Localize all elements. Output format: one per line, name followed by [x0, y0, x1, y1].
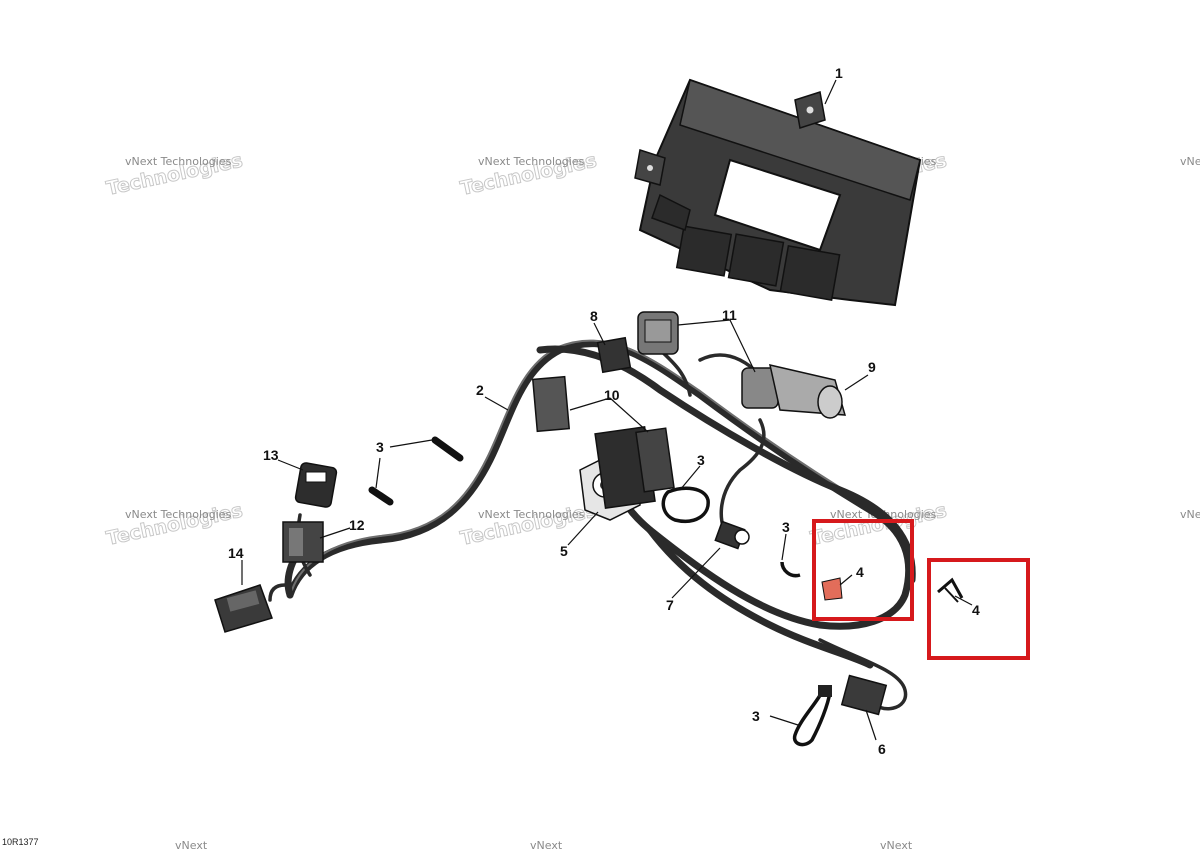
connector-7: [714, 520, 750, 550]
sensor-part: [579, 426, 675, 521]
callout-9: 9: [868, 359, 876, 375]
callout-3: 3: [376, 439, 384, 455]
connector-10-left: [531, 375, 571, 433]
callout-8: 8: [590, 308, 598, 324]
clip-parts: [821, 577, 964, 603]
watermark-small: vNext Technologies: [1180, 508, 1200, 521]
callout-4: 4: [856, 564, 864, 580]
callout-3: 3: [752, 708, 760, 724]
watermark-small: vNext Technologies: [125, 155, 232, 168]
callout-3: 3: [782, 519, 790, 535]
tie-strap-parts: [368, 436, 832, 747]
callout-10: 10: [604, 387, 620, 403]
highlight-box: [927, 558, 1030, 660]
highlight-boxes: [812, 519, 1030, 660]
highlight-box: [812, 519, 914, 621]
watermark-small: vNext Technologies: [478, 155, 585, 168]
connector-6: [840, 674, 888, 716]
watermark-small: vNext Technologies: [125, 508, 232, 521]
callout-5: 5: [560, 543, 568, 559]
drawing-code: 10R1377: [2, 837, 39, 847]
leader-lines: [241, 79, 973, 741]
callout-13: 13: [263, 447, 279, 463]
callout-6: 6: [878, 741, 886, 757]
callout-14: 14: [228, 545, 244, 561]
callout-7: 7: [666, 597, 674, 613]
callout-11: 11: [722, 307, 737, 323]
connector-9: [769, 364, 847, 419]
ecm-module: [634, 78, 922, 307]
connector-12: [282, 521, 324, 563]
callout-3: 3: [697, 452, 705, 468]
watermark-small: vNext: [530, 839, 563, 849]
watermark-small: vNext Technologies: [1180, 155, 1200, 168]
callout-12: 12: [349, 517, 365, 533]
callout-labels: 1 2 3 3 3 3 4 4 5 6 7 8 9 10 11 12 13 14: [228, 65, 980, 757]
callout-2: 2: [476, 382, 484, 398]
callout-4: 4: [972, 602, 980, 618]
connector-8: [596, 336, 632, 374]
callout-1: 1: [835, 65, 843, 81]
connector-14: [214, 584, 273, 633]
watermark-small: vNext: [880, 839, 913, 849]
watermark-small: vNext Technologies: [478, 508, 585, 521]
watermark-small: vNext: [175, 839, 208, 849]
connector-13: [294, 462, 338, 508]
connector-11: [637, 311, 779, 409]
